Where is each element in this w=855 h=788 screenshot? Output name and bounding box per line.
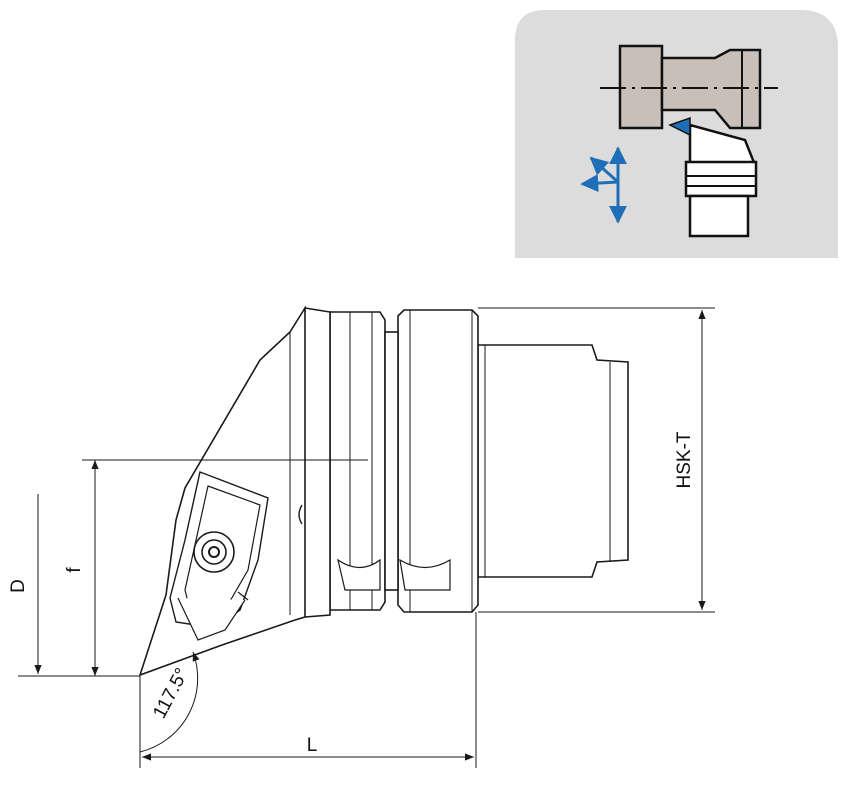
dimension-f: f	[64, 459, 360, 676]
dimension-D: D	[8, 494, 140, 677]
dimension-L: L	[139, 612, 477, 768]
turning-setup-icon	[618, 44, 762, 238]
axis-arrows-icon	[580, 146, 627, 224]
dimension-angle-label: 117.5°	[149, 665, 193, 722]
dimension-hsk-label: HSK-T	[674, 431, 695, 488]
setup-inset	[515, 10, 838, 258]
tool-body	[138, 305, 629, 677]
dimension-L-label: L	[307, 735, 318, 756]
dimension-hsk: HSK-T	[478, 307, 715, 613]
dimension-D-label: D	[8, 579, 29, 593]
dimension-f-label: f	[64, 567, 85, 573]
